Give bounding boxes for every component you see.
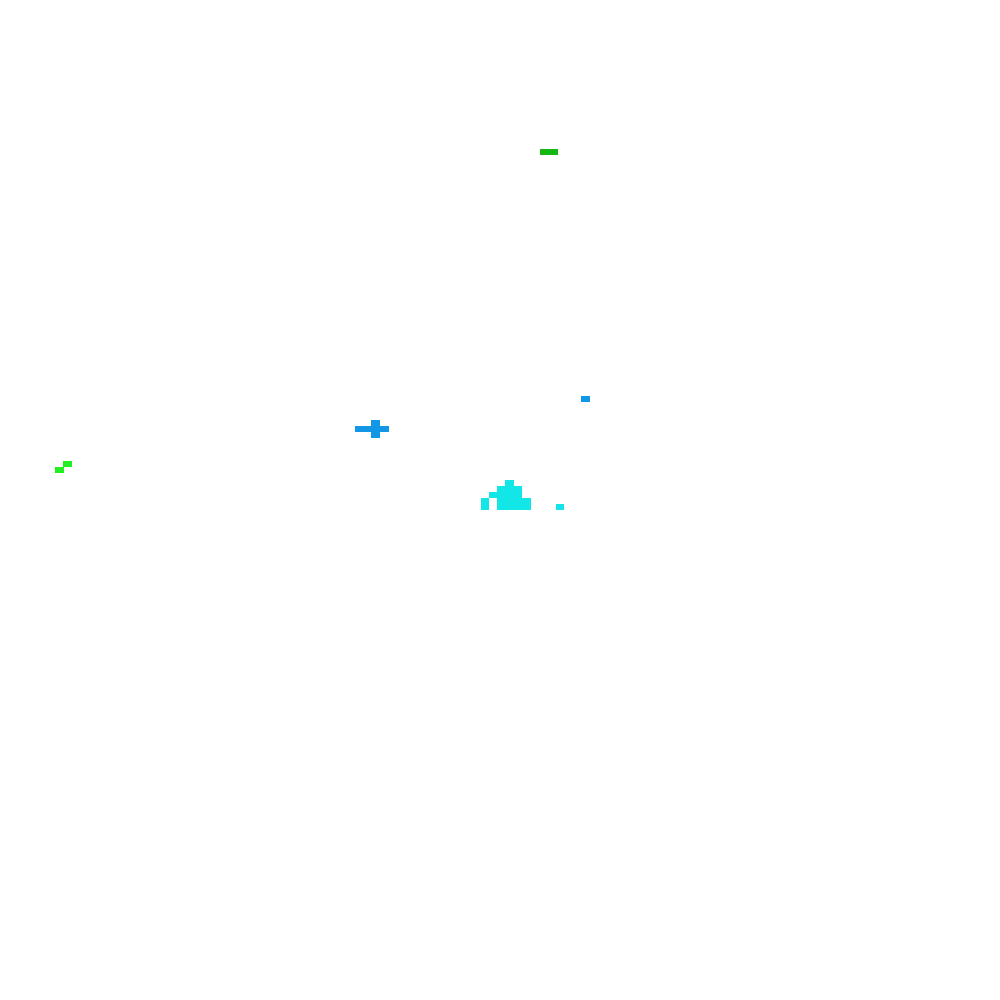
blue-dot-blob-pixel: [581, 396, 590, 402]
green-dash-blob-pixel: [540, 149, 558, 155]
cyan-cluster-blob-pixel: [489, 492, 497, 498]
cyan-cluster-blob-pixel: [514, 498, 531, 510]
blue-cross-blob-pixel: [371, 420, 380, 438]
cyan-cluster-blob-pixel: [481, 498, 489, 510]
lime-step-blob-pixel: [63, 461, 72, 467]
lime-step-blob-pixel: [55, 467, 64, 473]
cyan-dot-blob-pixel: [556, 504, 564, 510]
cyan-cluster-blob-pixel: [505, 480, 514, 486]
